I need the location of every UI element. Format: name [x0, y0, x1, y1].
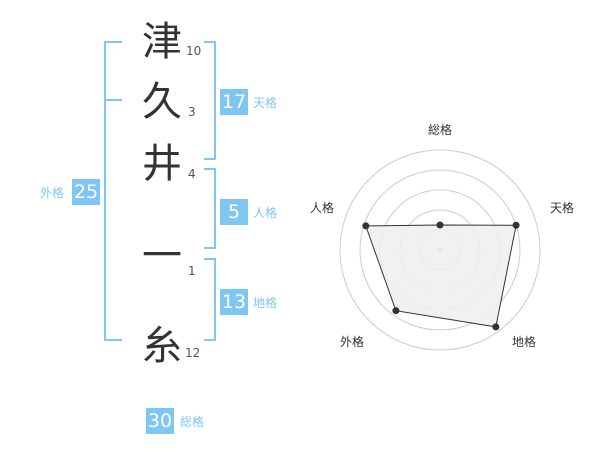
radar-label-gaikaku: 外格: [340, 335, 365, 349]
gaikaku-bracket-bottom: [104, 339, 122, 341]
name-char-2: 久: [142, 79, 182, 125]
tenkaku-bracket-bottom: [204, 158, 216, 160]
chikaku-bracket-top: [204, 258, 216, 260]
chikaku-bracket: [214, 258, 216, 341]
stroke-count-1: 10: [186, 44, 202, 58]
radar-point: [392, 307, 400, 315]
chikaku-label: 地格: [253, 296, 278, 310]
chikaku-bracket-bottom: [204, 339, 216, 341]
radar-point: [492, 323, 500, 331]
name-char-3: 井: [142, 141, 182, 187]
tenkaku-label: 天格: [253, 96, 278, 110]
gaikaku-bracket-mid: [104, 99, 122, 101]
radar-point: [436, 221, 444, 229]
tenkaku-value: 17: [220, 89, 248, 115]
stroke-count-3: 4: [188, 167, 196, 181]
gaikaku-label: 外格: [40, 186, 65, 200]
soukaku-label: 総格: [180, 415, 205, 429]
name-char-4: 一: [142, 233, 182, 279]
radar-label-chikaku: 地格: [512, 335, 537, 349]
radar-point: [362, 222, 370, 230]
radar-point: [512, 221, 520, 229]
radar-polygon: [365, 224, 517, 328]
name-char-5: 糸: [142, 323, 182, 369]
radar-ring: [339, 149, 541, 351]
radar-label-soukaku: 総格: [428, 123, 453, 137]
jinkaku-value: 5: [220, 199, 248, 225]
gaikaku-bracket-top: [104, 41, 122, 43]
tenkaku-bracket: [214, 41, 216, 160]
stroke-count-2: 3: [188, 105, 196, 119]
radar-ring: [359, 169, 521, 331]
gaikaku-bracket: [104, 41, 106, 341]
stroke-count-4: 1: [188, 264, 196, 278]
soukaku-value: 30: [146, 408, 174, 434]
jinkaku-label: 人格: [253, 206, 278, 220]
jinkaku-bracket-top: [204, 168, 216, 170]
radar-label-tenkaku: 天格: [550, 201, 575, 215]
tenkaku-bracket-top: [204, 41, 216, 43]
gaikaku-value: 25: [72, 179, 100, 205]
jinkaku-bracket: [214, 168, 216, 249]
radar-label-jinkaku: 人格: [310, 201, 335, 215]
jinkaku-bracket-bottom: [204, 247, 216, 249]
chikaku-value: 13: [220, 289, 248, 315]
name-char-1: 津: [142, 19, 182, 65]
stroke-count-5: 12: [185, 346, 201, 360]
